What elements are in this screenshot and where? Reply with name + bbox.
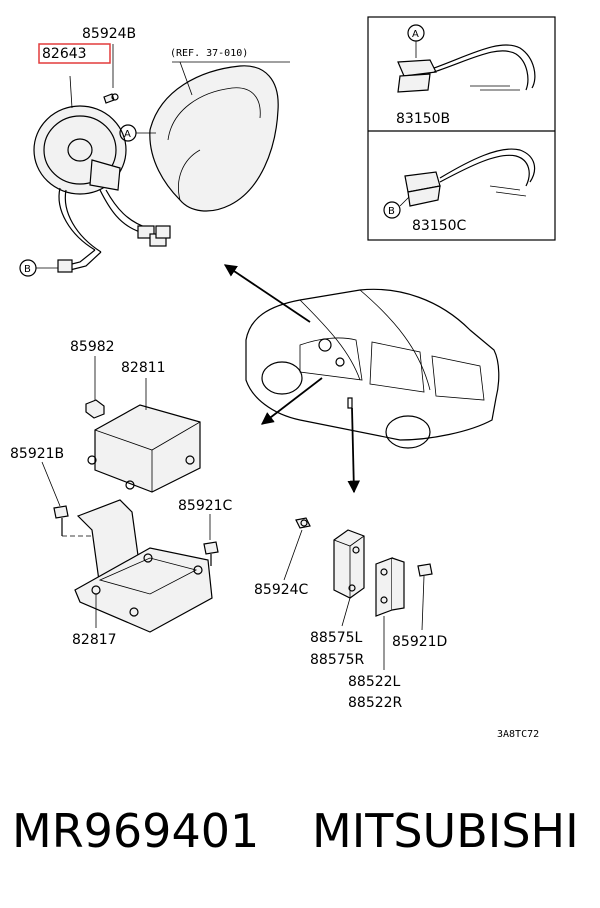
srs-control-unit-82811 [87,404,201,493]
bracket-88522 [375,557,405,670]
label-85924C: 85924C [254,582,309,598]
label-ref: (REF. 37-010) [170,48,248,59]
label-82643: 82643 [42,46,87,62]
screw-85924B [103,44,119,104]
highlight-box-82643 [38,43,111,64]
label-85982: 85982 [70,339,115,355]
label-85921C: 85921C [178,498,233,514]
callout-a-left: A [124,129,131,140]
bolt-85921D [417,563,433,631]
clock-spring-82643 [33,75,171,273]
callout-b-left: B [24,264,31,275]
diagram-code: 3A8TC72 [497,729,539,740]
brand-name: MITSUBISHI [312,804,579,858]
label-88522R: 88522R [348,695,403,711]
part-number: MR969401 [12,804,260,858]
label-85921D: 85921D [392,634,447,650]
callout-a-inset: A [412,29,419,40]
label-82811: 82811 [121,360,166,376]
label-88522L: 88522L [348,674,401,690]
connector-83150C [383,148,536,219]
inset-box [367,16,556,241]
label-88575L: 88575L [310,630,363,646]
label-82817: 82817 [72,632,117,648]
label-88575R: 88575R [310,652,365,668]
label-83150B: 83150B [396,111,450,127]
vehicle-outline [245,288,500,449]
label-83150C: 83150C [412,218,467,234]
steering-airbag-module [149,65,279,212]
label-85921B: 85921B [10,446,64,462]
nut-85982 [85,356,105,419]
sensor-88575 [333,529,365,627]
connector-83150B [397,24,536,93]
screw-85924C [283,517,311,581]
callout-b-inset: B [388,206,395,217]
bracket-82817 [74,499,213,633]
label-85924B: 85924B [82,26,136,42]
bolt-85921C [203,514,219,566]
